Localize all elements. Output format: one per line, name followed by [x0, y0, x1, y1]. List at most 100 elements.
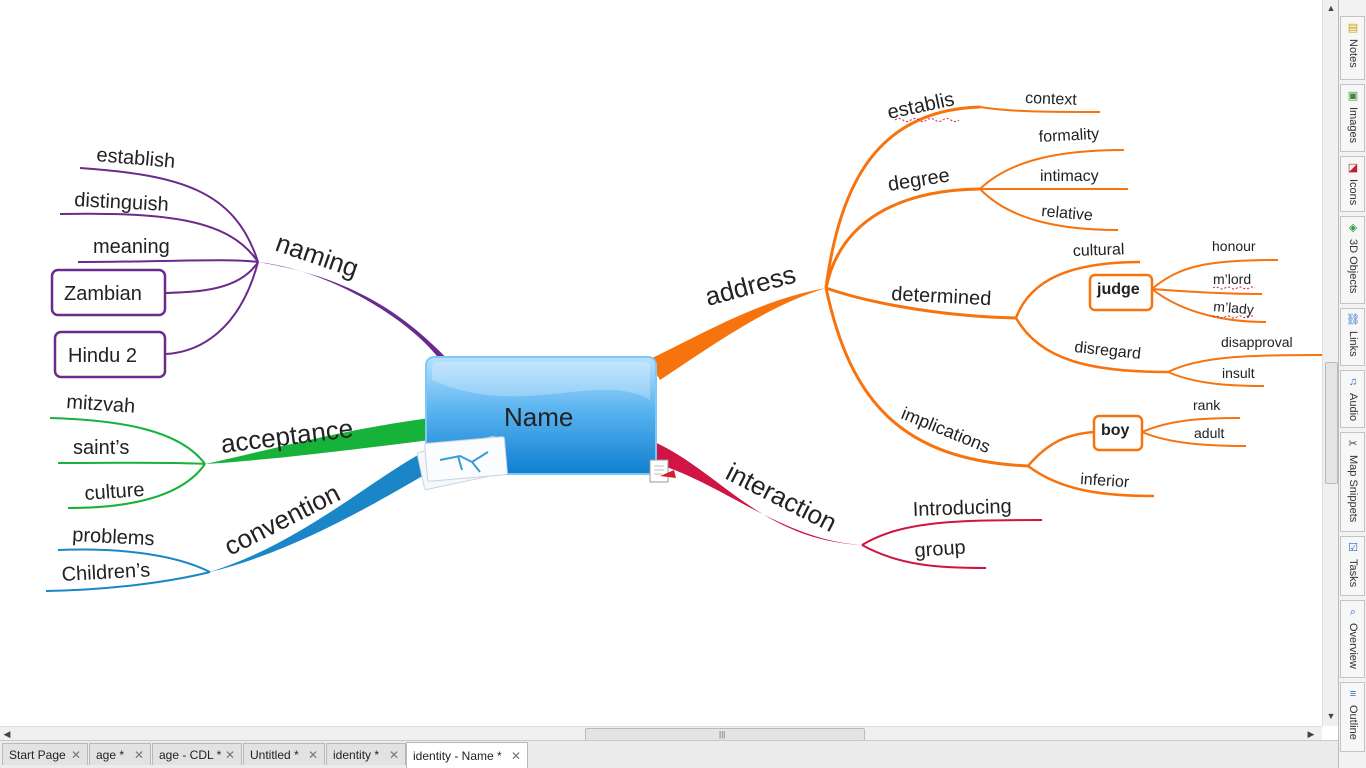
sidebar-tab-label: Links — [1347, 331, 1359, 357]
tab-start-page[interactable]: Start Page ✕ — [2, 743, 88, 765]
link-icon: ⛓ — [1346, 314, 1360, 326]
tab-label: age * — [96, 748, 125, 762]
icons-icon: ◪ — [1347, 162, 1359, 174]
sidebar-tab-3d-objects[interactable]: ◈ 3D Objects — [1340, 216, 1365, 304]
music-icon: ♫ — [1348, 376, 1358, 388]
tab-untitled[interactable]: Untitled * ✕ — [243, 743, 325, 765]
horizontal-scrollbar[interactable]: ◀ ||| ▶ — [0, 726, 1322, 741]
mind-map-canvas[interactable]: naming establish distinguish meaning Zam… — [0, 0, 1322, 726]
topic-disapproval[interactable]: disapproval — [1221, 334, 1293, 350]
topic-inferior[interactable]: inferior — [1080, 471, 1131, 491]
close-icon[interactable]: ✕ — [510, 749, 521, 763]
sidebar-tab-overview[interactable]: ⌕ Overview — [1340, 600, 1365, 678]
tab-age[interactable]: age * ✕ — [89, 743, 151, 765]
topic-mlady[interactable]: m’lady — [1213, 298, 1255, 317]
topic-judge-label: judge — [1096, 281, 1140, 298]
topic-formality[interactable]: formality — [1038, 126, 1099, 146]
sidebar-tab-label: Outline — [1347, 705, 1359, 740]
topic-cultural[interactable]: cultural — [1073, 241, 1125, 260]
topic-zambian[interactable]: Zambian — [50, 268, 167, 317]
spellcheck-underline — [1212, 315, 1256, 319]
topic-hindu-2-label: Hindu 2 — [68, 345, 137, 367]
sidebar-tab-label: Overview — [1347, 623, 1359, 669]
sidebar-tab-map-snippets[interactable]: ✂ Map Snippets — [1340, 432, 1365, 532]
tab-label: Untitled * — [250, 748, 299, 762]
topic-relative[interactable]: relative — [1041, 203, 1094, 224]
task-pane-sidebar: ▤ Notes ▣ Images ◪ Icons ◈ 3D Objects ⛓ … — [1338, 0, 1366, 768]
scroll-down-arrow[interactable]: ▼ — [1326, 711, 1336, 721]
notes-icon: ▤ — [1347, 22, 1359, 34]
spellcheck-underline — [894, 118, 960, 122]
magnifier-icon: ⌕ — [1349, 606, 1357, 618]
sidebar-tab-label: Tasks — [1347, 559, 1359, 588]
scroll-right-arrow[interactable]: ▶ — [1307, 729, 1315, 739]
close-icon[interactable]: ✕ — [388, 748, 399, 762]
topic-mitzvah[interactable]: mitzvah — [66, 391, 136, 418]
map-snippet-icon[interactable] — [416, 435, 508, 491]
mind-map-svg: naming establish distinguish meaning Zam… — [45, 88, 1322, 592]
sidebar-tab-label: Icons — [1347, 179, 1359, 206]
topic-boy-label: boy — [1101, 422, 1130, 439]
topic-distinguish[interactable]: distinguish — [74, 189, 170, 216]
topic-implications[interactable]: implications — [899, 403, 994, 457]
vertical-scroll-thumb[interactable] — [1325, 362, 1338, 484]
scroll-left-arrow[interactable]: ◀ — [3, 729, 11, 739]
tab-label: identity - Name * — [413, 749, 502, 763]
topic-zambian-label: Zambian — [64, 283, 142, 305]
sidebar-tab-icons[interactable]: ◪ Icons — [1340, 156, 1365, 212]
topic-problems[interactable]: problems — [72, 524, 155, 550]
topic-adult[interactable]: adult — [1194, 425, 1224, 441]
sidebar-tab-label: 3D Objects — [1347, 239, 1359, 294]
sidebar-tab-audio[interactable]: ♫ Audio — [1340, 370, 1365, 428]
topic-childrens[interactable]: Children’s — [61, 559, 151, 586]
topic-disregard[interactable]: disregard — [1074, 339, 1142, 363]
topic-boy[interactable]: boy — [1092, 414, 1144, 452]
central-topic-label: Name — [504, 402, 573, 432]
checkbox-icon: ☑ — [1348, 542, 1358, 554]
sidebar-tab-label: Audio — [1347, 393, 1359, 422]
sidebar-tab-label: Map Snippets — [1347, 455, 1359, 523]
scissors-icon: ✂ — [1348, 438, 1358, 450]
sidebar-tab-tasks[interactable]: ☑ Tasks — [1340, 536, 1365, 596]
sidebar-tab-notes[interactable]: ▤ Notes — [1340, 16, 1365, 80]
document-tab-bar: Start Page ✕ age * ✕ age - CDL * ✕ Untit… — [0, 740, 1338, 768]
branch-label-naming[interactable]: naming — [272, 227, 362, 283]
close-icon[interactable]: ✕ — [224, 748, 235, 762]
close-icon[interactable]: ✕ — [307, 748, 318, 762]
spellcheck-underline — [1212, 286, 1256, 290]
sidebar-tab-label: Notes — [1347, 39, 1359, 68]
topic-group[interactable]: group — [914, 536, 967, 562]
scroll-up-arrow[interactable]: ▲ — [1326, 3, 1336, 13]
topic-rank[interactable]: rank — [1193, 397, 1221, 413]
image-icon: ▣ — [1347, 90, 1359, 102]
sidebar-tab-outline[interactable]: ≡ Outline — [1340, 682, 1365, 752]
close-icon[interactable]: ✕ — [133, 748, 144, 762]
topic-establish[interactable]: establish — [96, 144, 177, 173]
tab-age-cdl[interactable]: age - CDL * ✕ — [152, 743, 242, 765]
vertical-scrollbar[interactable]: ▲ ▼ — [1322, 0, 1339, 726]
topic-judge[interactable]: judge — [1088, 273, 1154, 312]
tab-label: identity * — [333, 748, 380, 762]
close-icon[interactable]: ✕ — [70, 748, 81, 762]
tab-identity[interactable]: identity * ✕ — [326, 743, 406, 765]
sidebar-tab-images[interactable]: ▣ Images — [1340, 84, 1365, 152]
topic-insult[interactable]: insult — [1222, 365, 1255, 381]
scroll-grip: ||| — [719, 730, 726, 739]
topic-intimacy[interactable]: intimacy — [1040, 168, 1099, 185]
topic-introducing[interactable]: Introducing — [912, 496, 1012, 521]
branch-label-interaction[interactable]: interaction — [721, 457, 842, 538]
topic-mlord[interactable]: m’lord — [1213, 271, 1251, 287]
tab-identity-name[interactable]: identity - Name * ✕ — [406, 742, 528, 768]
sidebar-tab-links[interactable]: ⛓ Links — [1340, 308, 1365, 366]
topic-saints[interactable]: saint’s — [73, 437, 129, 459]
topic-hindu-2[interactable]: Hindu 2 — [53, 330, 167, 379]
topic-culture[interactable]: culture — [84, 479, 145, 505]
branch-address[interactable]: address — [648, 105, 1322, 498]
topic-honour[interactable]: honour — [1212, 238, 1256, 254]
topic-determined[interactable]: determined — [891, 283, 992, 310]
topic-meaning[interactable]: meaning — [93, 236, 170, 258]
topic-context[interactable]: context — [1025, 90, 1078, 109]
outline-icon: ≡ — [1349, 688, 1357, 700]
document-icon[interactable] — [649, 459, 676, 483]
cube-icon: ◈ — [1348, 222, 1358, 234]
